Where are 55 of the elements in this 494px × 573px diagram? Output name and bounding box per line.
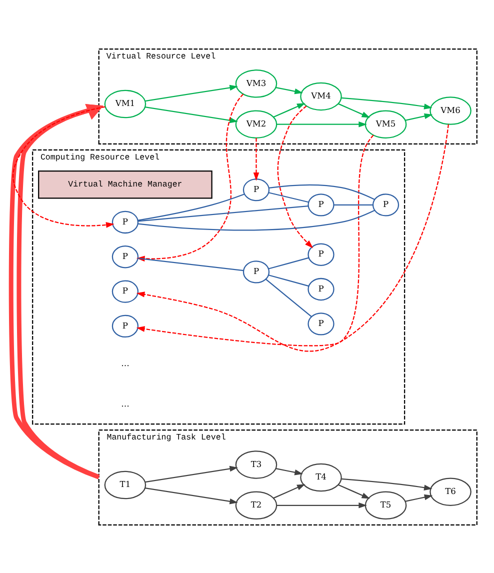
node-ellipse: P (242, 178, 270, 201)
node-ellipse: P (242, 260, 270, 283)
node-ellipse: T4 (300, 462, 342, 492)
arrow (12, 106, 114, 228)
arrow (145, 487, 238, 504)
connector (138, 204, 308, 222)
arrow (273, 102, 306, 118)
arrow (405, 494, 433, 502)
label: … (121, 357, 130, 368)
node-ellipse: T6 (430, 477, 472, 506)
connector (138, 193, 245, 220)
node-ellipse: T3 (235, 450, 278, 478)
connector (268, 184, 375, 200)
arrow (276, 120, 367, 127)
node-ellipse: VM4 (300, 82, 342, 110)
arrow (276, 86, 303, 94)
connector (334, 204, 373, 205)
node-ellipse: P (308, 277, 334, 300)
arrow (342, 96, 432, 109)
node-ellipse: P (308, 312, 334, 335)
node-ellipse: VM2 (235, 110, 278, 138)
arrow (338, 102, 370, 118)
node-box: Virtual Machine Manager (38, 170, 212, 198)
node-ellipse: T2 (235, 490, 278, 519)
connector (138, 209, 375, 230)
arrow (145, 84, 238, 102)
node-ellipse: P (112, 210, 139, 234)
arrow (145, 465, 238, 482)
arrow (338, 484, 370, 498)
node-ellipse: P (372, 193, 400, 216)
arrow (342, 478, 432, 490)
arrow (405, 112, 433, 120)
connector (265, 278, 312, 317)
connector (268, 256, 309, 269)
node-ellipse: T5 (364, 490, 407, 519)
arrow (253, 138, 260, 180)
arrow (276, 468, 303, 475)
node-ellipse: VM5 (364, 110, 407, 138)
arrow (277, 105, 314, 248)
node-ellipse: VM3 (235, 69, 278, 98)
arrow (145, 106, 238, 123)
arrow (276, 502, 367, 508)
node-ellipse: P (112, 314, 139, 337)
node-ellipse: P (112, 280, 139, 302)
connector (268, 192, 309, 202)
node-ellipse: VM1 (104, 89, 146, 118)
node-ellipse: VM6 (430, 96, 472, 124)
connector (138, 257, 244, 271)
label: … (121, 398, 130, 408)
connector (268, 274, 309, 286)
node-ellipse: P (308, 193, 334, 216)
node-ellipse: T1 (104, 470, 146, 499)
node-ellipse: P (112, 245, 139, 268)
arrow (273, 484, 306, 498)
node-ellipse: P (308, 242, 334, 266)
